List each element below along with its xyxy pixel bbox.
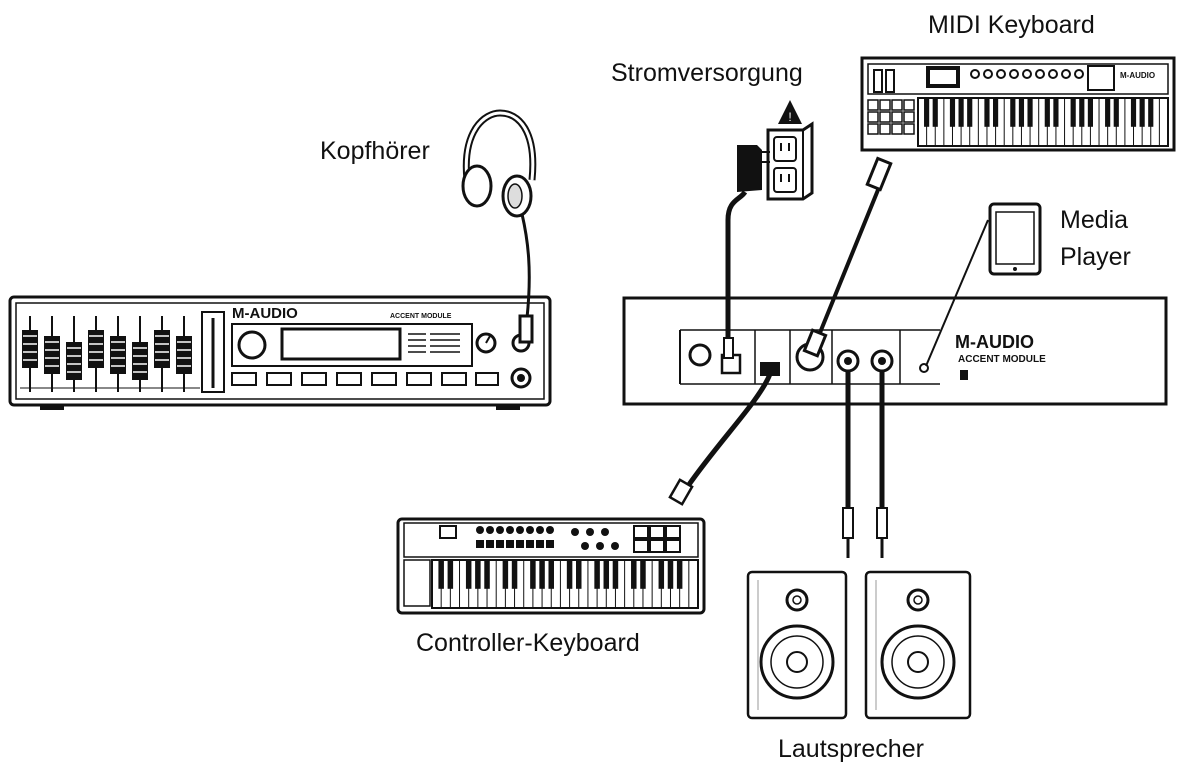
black-key (594, 560, 600, 589)
black-key (667, 560, 674, 589)
black-key (1087, 98, 1093, 127)
label-midi-keyboard: MIDI Keyboard (928, 11, 1095, 39)
preset-buttons (231, 372, 499, 386)
fader-cap (132, 342, 148, 380)
black-key (438, 560, 444, 589)
black-key (1027, 98, 1033, 127)
black-key (566, 560, 573, 589)
drum-pads (867, 99, 915, 135)
tablet-icon (925, 202, 1042, 367)
black-key (511, 560, 518, 589)
black-key (502, 560, 509, 589)
black-key (658, 560, 665, 589)
speaker-cables (842, 372, 888, 558)
midi-keyboard-keys (917, 97, 1169, 147)
usb-cable (668, 373, 773, 506)
fader-cap (154, 330, 170, 368)
fader-cap (22, 330, 38, 368)
midi-keyboard-brand: M-AUDIO (1120, 71, 1155, 80)
wall-outlet-icon (766, 121, 814, 201)
front-unit-brand: M-AUDIO (232, 305, 298, 322)
rear-unit-brand: M-AUDIO (955, 332, 1034, 352)
fader-cap (44, 336, 60, 374)
black-key (1130, 98, 1137, 127)
black-key (1105, 98, 1111, 127)
label-media-player-1: Media (1060, 206, 1129, 234)
warning-icon: ! (778, 100, 802, 124)
black-key (1148, 98, 1154, 127)
front-unit-model: ACCENT MODULE (390, 313, 452, 320)
black-key (603, 560, 610, 589)
controller-keyboard-keys (431, 559, 699, 609)
power-switch (688, 343, 712, 367)
speaker-right (864, 570, 972, 720)
black-key (530, 560, 536, 589)
rear-unit-model: ACCENT MODULE (958, 354, 1046, 365)
midi-keyboard-device: M-AUDIO (860, 56, 1176, 152)
black-key (1018, 98, 1025, 127)
label-media-player-2: Player (1060, 243, 1131, 271)
label-speakers: Lautsprecher (778, 735, 924, 763)
black-key (539, 560, 545, 589)
black-key (1010, 98, 1016, 127)
label-power-supply: Stromversorgung (611, 59, 803, 87)
black-key (1044, 98, 1050, 127)
midi-cable (802, 156, 893, 358)
controller-keyboard-device (396, 517, 706, 615)
black-key (447, 560, 454, 589)
fader-cap (110, 336, 126, 374)
speaker-left (746, 570, 848, 720)
black-key (949, 98, 956, 127)
black-key (1053, 98, 1059, 127)
black-key (1113, 98, 1119, 127)
headphones-icon (461, 109, 537, 344)
black-key (631, 560, 637, 589)
black-key (612, 560, 619, 589)
usb-plug-icon (668, 478, 694, 506)
black-key (1079, 98, 1085, 127)
black-key (967, 98, 973, 127)
black-key (993, 98, 999, 127)
label-controller-keyboard: Controller-Keyboard (416, 629, 640, 657)
fader-bank (22, 316, 192, 392)
black-key (475, 560, 481, 589)
black-key (932, 98, 938, 127)
rear-unit: M-AUDIO ACCENT MODULE (622, 296, 1168, 406)
black-key (1070, 98, 1076, 127)
black-key (1139, 98, 1145, 127)
fader-cap (66, 342, 82, 380)
usb-port (760, 362, 780, 376)
black-key (465, 560, 472, 589)
black-key (576, 560, 582, 589)
power-adapter-icon (723, 145, 770, 359)
black-key (984, 98, 990, 127)
black-key (640, 560, 646, 589)
fader-cap (88, 330, 104, 368)
svg-text:!: ! (788, 110, 791, 124)
black-key (676, 560, 683, 589)
black-key (484, 560, 490, 589)
front-unit: M-AUDIO ACCENT MODULE (8, 295, 552, 410)
black-key (924, 98, 930, 127)
fader-cap (176, 336, 192, 374)
black-key (548, 560, 554, 589)
black-key (958, 98, 964, 127)
label-headphones: Kopfhörer (320, 137, 430, 165)
